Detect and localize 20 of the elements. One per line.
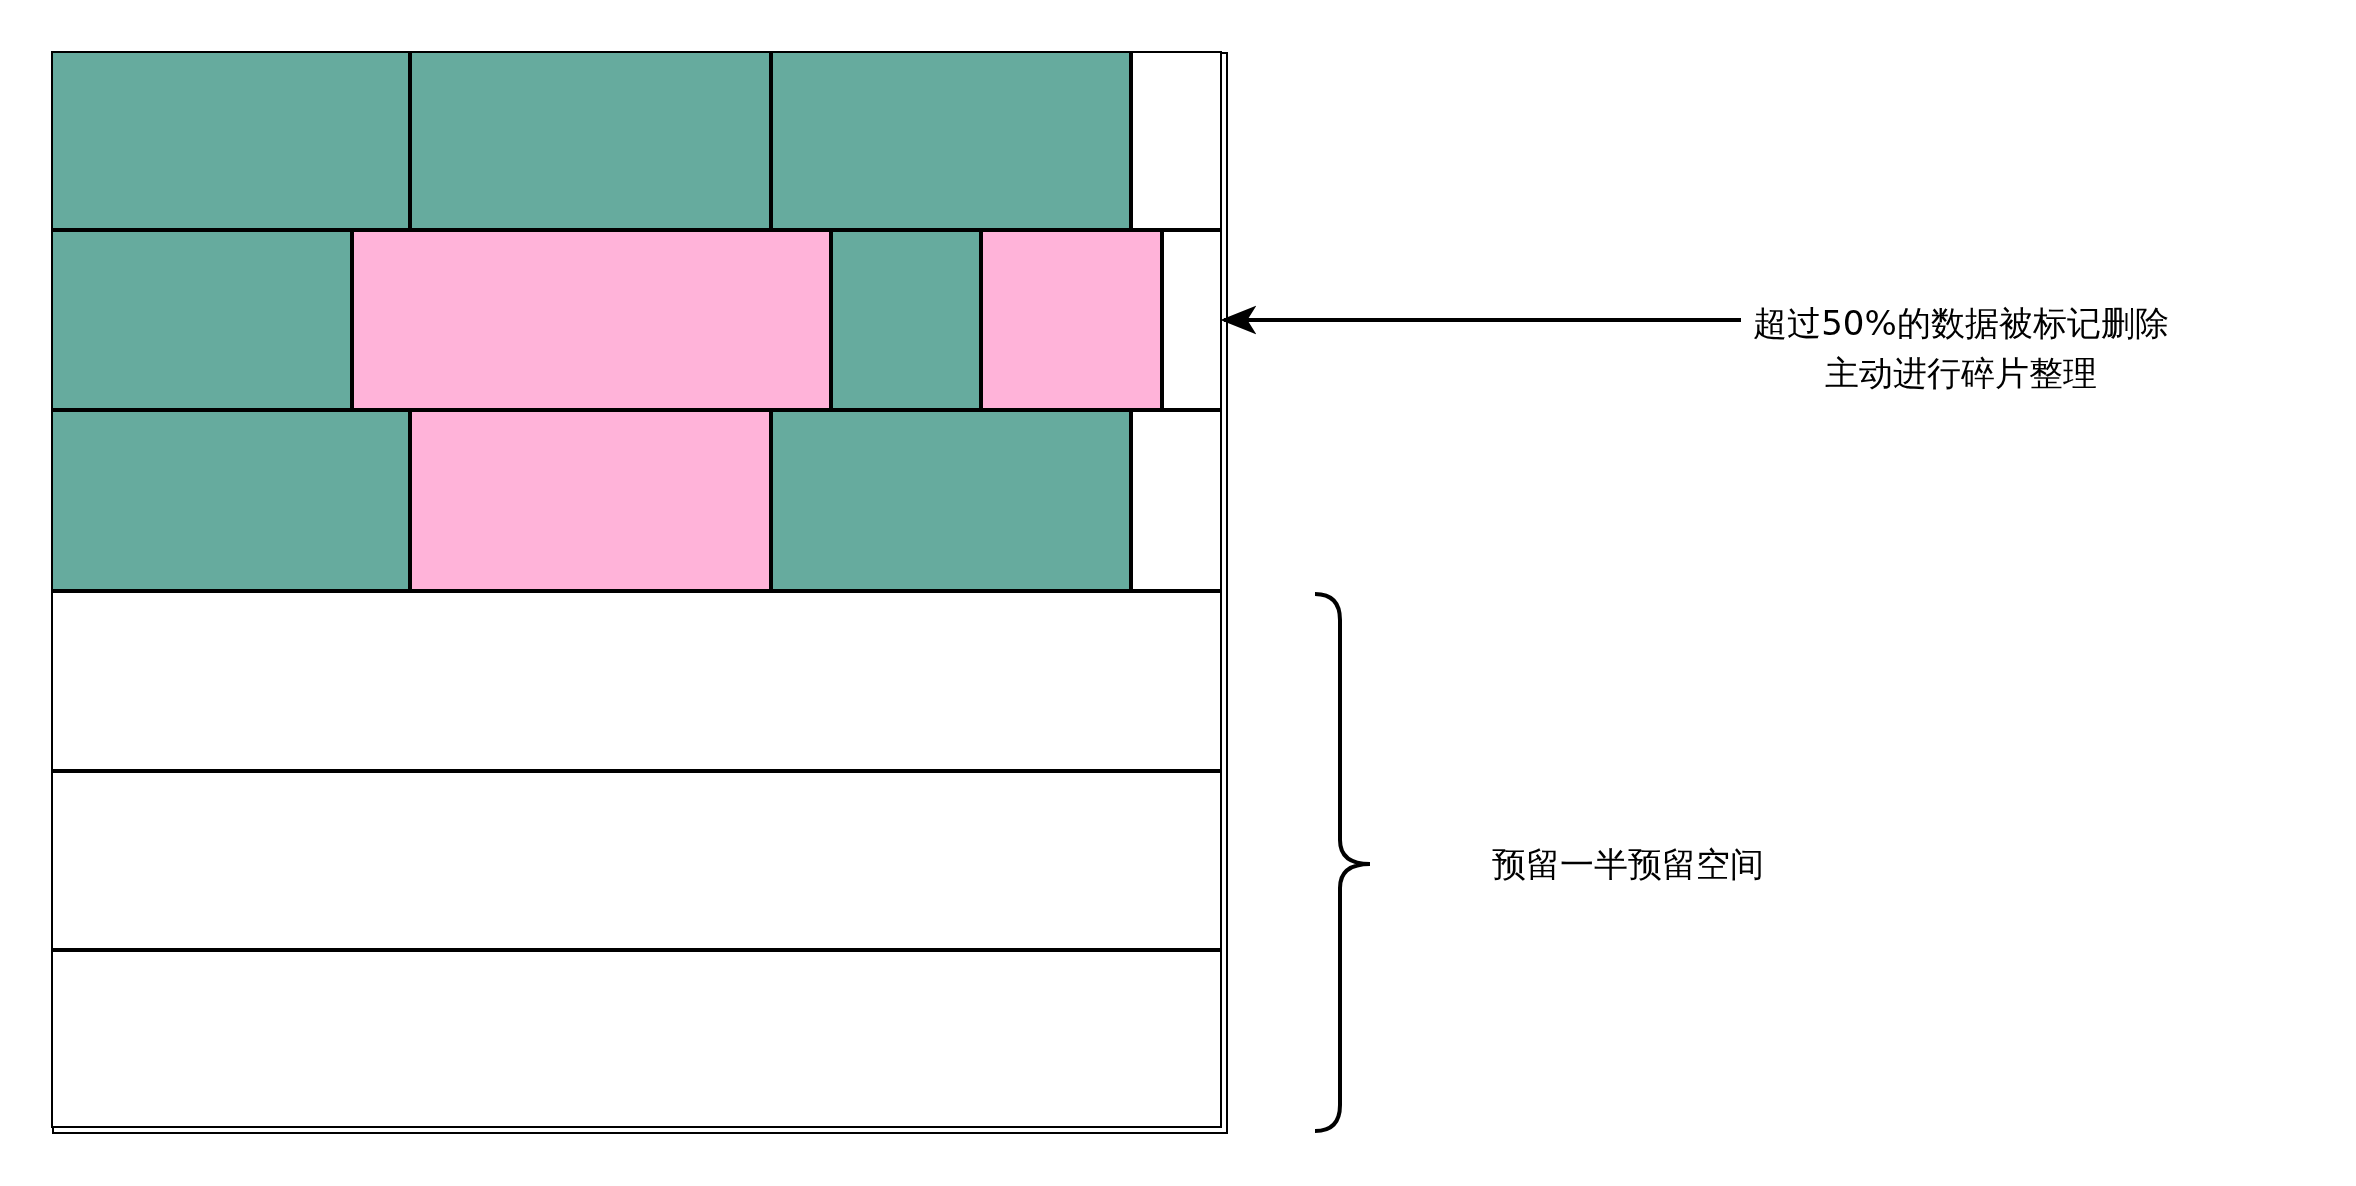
data-block — [410, 51, 771, 230]
arrow — [1220, 305, 1741, 335]
data-block — [771, 410, 1131, 591]
data-block — [51, 230, 352, 410]
empty-row — [51, 771, 1222, 950]
data-block — [831, 230, 981, 410]
empty-block — [1131, 51, 1222, 230]
empty-block — [1131, 410, 1222, 591]
storage-frame — [51, 51, 1228, 1134]
empty-row — [51, 591, 1222, 771]
deleted-block — [352, 230, 831, 410]
deleted-block — [981, 230, 1162, 410]
empty-block — [1162, 230, 1222, 410]
annotation-text: 预留一半预留空间 — [1492, 843, 1764, 886]
deleted-block — [410, 410, 771, 591]
data-block — [51, 410, 410, 591]
data-block — [771, 51, 1131, 230]
annotation-text: 超过50%的数据被标记删除主动进行碎片整理 — [1741, 298, 2181, 398]
data-block — [51, 51, 410, 230]
empty-row — [51, 950, 1222, 1128]
